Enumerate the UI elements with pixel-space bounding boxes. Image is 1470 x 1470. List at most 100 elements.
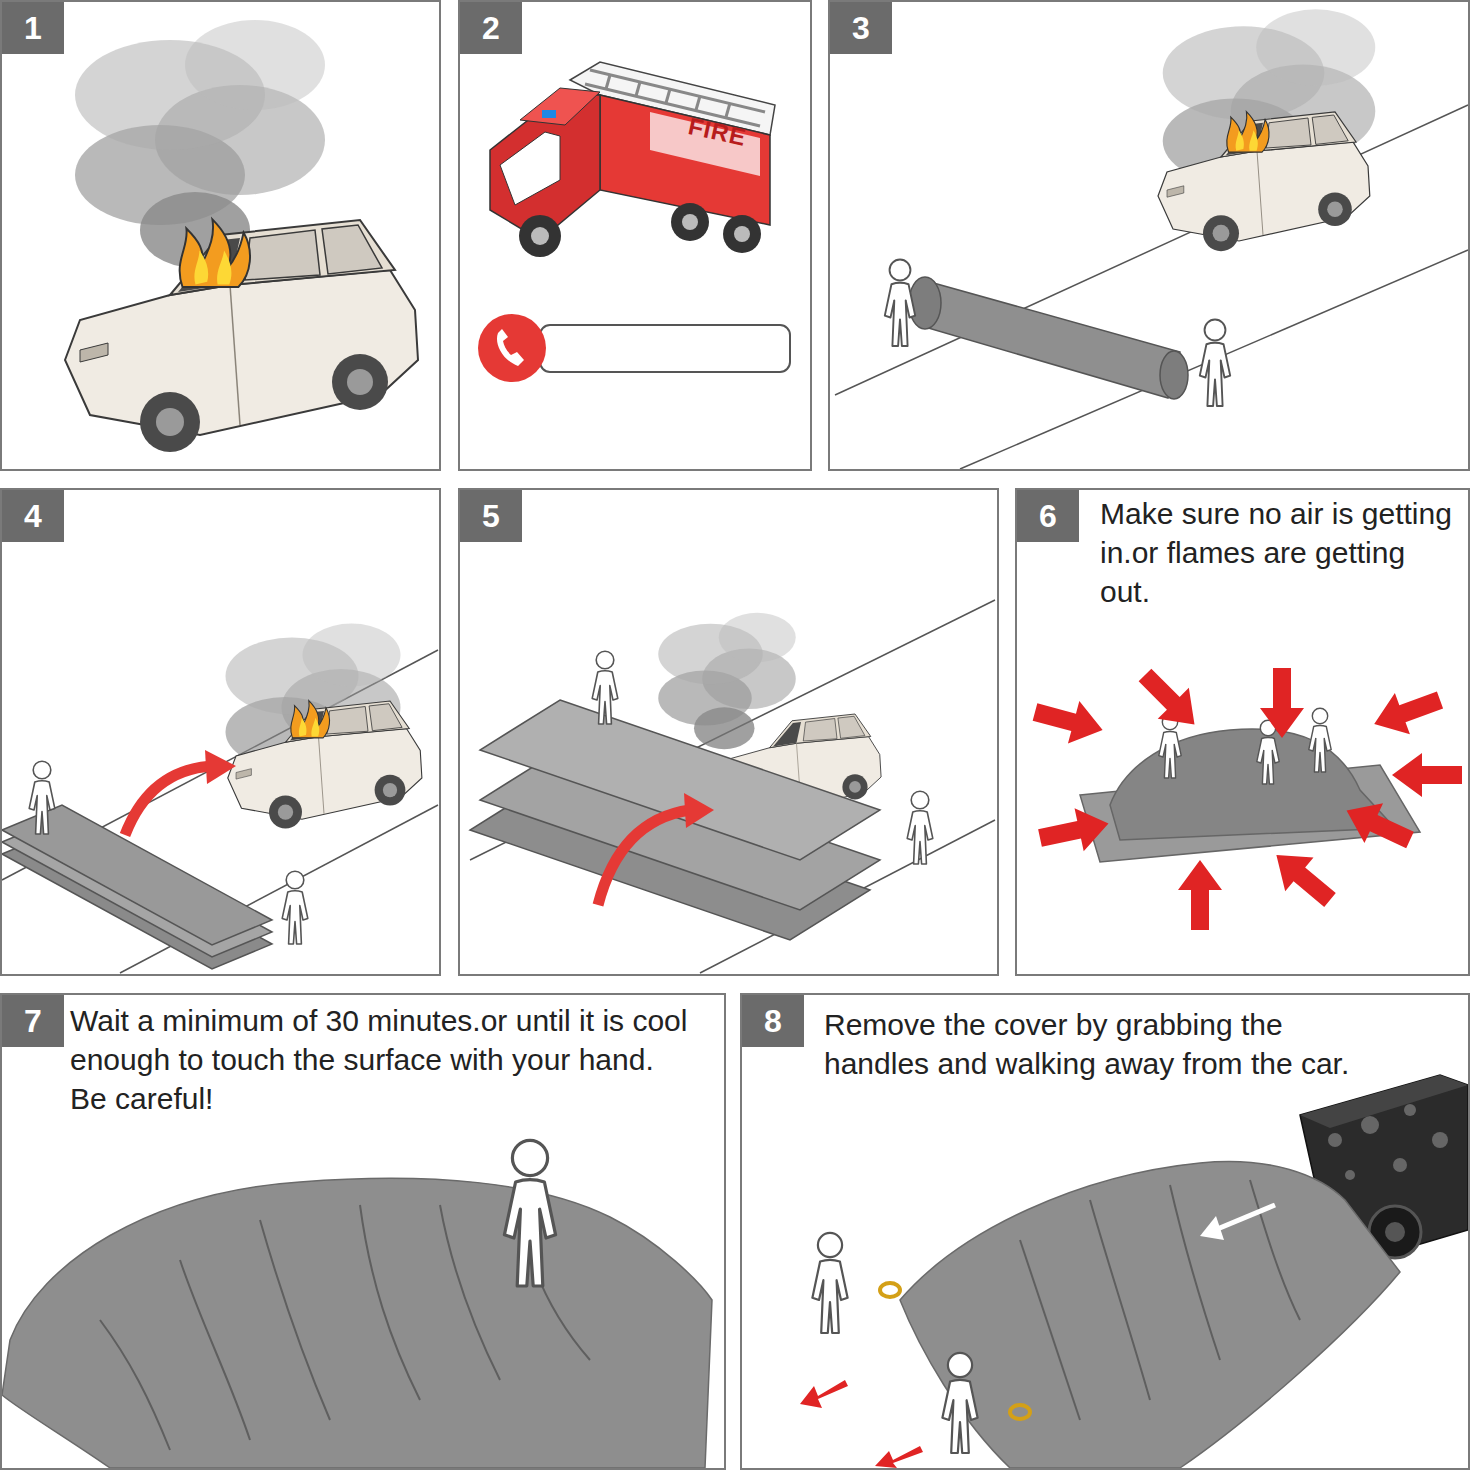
phone-call-icon-part	[497, 329, 524, 366]
removing-cover-scene-part	[1010, 1405, 1030, 1419]
removing-cover-scene-part-part	[1090, 1200, 1150, 1400]
spreading-cover-scene-part-part	[291, 701, 330, 738]
removing-cover-scene-part	[1404, 1104, 1416, 1116]
phone-call-icon-part	[540, 325, 790, 372]
removing-cover-scene-part	[812, 1233, 847, 1333]
fire-truck-part	[519, 215, 561, 257]
sealed-cover-scene	[1029, 659, 1462, 930]
covering-car-scene-part	[592, 651, 618, 724]
fire-truck-part	[500, 132, 560, 205]
unrolling-cover-scene-part	[1158, 112, 1370, 252]
step-number: 3	[830, 2, 892, 54]
removing-cover-scene-part	[800, 1380, 848, 1408]
sealed-cover-scene-part	[1309, 708, 1331, 772]
covered-car-scene	[2, 1140, 712, 1468]
step-number: 8	[742, 995, 804, 1047]
fire-truck-part-part	[606, 75, 610, 89]
step-number: 1	[2, 2, 64, 54]
spreading-cover-scene-part	[282, 871, 308, 944]
covering-car-scene-part	[684, 793, 714, 828]
spreading-cover-scene-part	[228, 701, 422, 829]
spreading-cover-scene-part	[205, 750, 236, 784]
covering-car-scene-part	[480, 700, 880, 860]
covered-car-scene-part-part	[440, 1205, 500, 1380]
instruction-text: Make sure no air is getting in.or flames…	[1100, 494, 1460, 611]
fire-truck-part	[531, 227, 549, 245]
removing-cover-scene-part	[1361, 1116, 1379, 1134]
sealed-cover-scene-part	[1257, 720, 1279, 784]
fire-truck-part-part	[726, 103, 730, 117]
sealed-cover-scene-part	[1159, 714, 1181, 778]
removing-cover-scene-part	[1200, 1216, 1224, 1240]
sealed-cover-scene-part	[1262, 838, 1344, 917]
removing-cover-scene-part	[1300, 1075, 1468, 1128]
unrolling-cover-scene	[835, 9, 1468, 469]
covering-car-scene-part	[907, 791, 933, 864]
instruction-text: Remove the cover by grabbing the handles…	[824, 1005, 1354, 1083]
spreading-cover-scene	[2, 624, 438, 974]
phone-call-icon-part	[478, 314, 546, 382]
fire-truck-part-part	[666, 89, 670, 103]
burning-car-scene-part	[65, 219, 418, 452]
sealed-cover-scene-part	[1337, 790, 1419, 859]
burning-car-scene	[65, 20, 418, 452]
unrolling-cover-scene-part	[918, 282, 1180, 398]
fire-truck-part	[650, 112, 760, 176]
removing-cover-scene-part	[900, 1162, 1400, 1468]
step-number: 2	[460, 2, 522, 54]
step-caption: Make sure no air is getting in.or flames…	[1100, 494, 1460, 611]
spreading-cover-scene-part	[125, 766, 212, 835]
covering-car-scene	[470, 600, 995, 973]
unrolling-cover-scene-part-part	[1227, 112, 1269, 153]
sealed-cover-scene-part	[1035, 802, 1113, 860]
removing-cover-scene-part	[942, 1353, 977, 1453]
step-panel: 8 Remove the cover by grabbing the handle…	[740, 993, 1470, 1470]
burning-car-scene-part-part	[65, 220, 418, 452]
step-panel: 3	[828, 0, 1470, 471]
removing-cover-scene-part	[1393, 1158, 1407, 1172]
removing-cover-scene-part	[880, 1283, 900, 1297]
unrolling-cover-scene-part-part	[1158, 112, 1370, 251]
covered-car-scene-part-part	[260, 1220, 330, 1420]
sealed-cover-scene-part	[1178, 860, 1222, 930]
fire-truck-part	[520, 88, 600, 125]
removing-cover-scene-part	[1328, 1133, 1342, 1147]
removing-cover-scene-part-part	[1170, 1185, 1220, 1360]
fire-truck-part	[542, 110, 556, 118]
step-number: 5	[460, 490, 522, 542]
covered-car-scene-part-part	[360, 1205, 420, 1400]
sealed-cover-scene-part	[1029, 691, 1108, 752]
removing-cover-scene-part	[1432, 1132, 1448, 1148]
step-caption: Remove the cover by grabbing the handles…	[824, 1005, 1354, 1083]
removing-cover-scene-part	[1020, 1180, 1300, 1420]
removing-cover-scene-part	[1345, 1170, 1355, 1180]
spreading-cover-scene-part-part	[228, 701, 422, 829]
step-number: 6	[1017, 490, 1079, 542]
step-panel: 5	[458, 488, 999, 976]
covered-car-scene-part	[100, 1205, 590, 1450]
fire-truck-part	[671, 203, 709, 241]
covered-car-scene-part	[2, 1178, 712, 1468]
covered-car-scene-part	[504, 1140, 555, 1286]
unrolling-cover-scene-part	[885, 260, 915, 346]
sealed-cover-scene-part	[1110, 729, 1395, 840]
removing-cover-scene	[800, 1075, 1468, 1468]
fire-truck-part	[682, 214, 698, 230]
step-panel: 2	[458, 0, 812, 471]
covering-car-scene-part	[598, 810, 690, 905]
step-number: 4	[2, 490, 64, 542]
covering-car-scene-part	[658, 613, 796, 749]
unrolling-cover-scene-part	[1160, 351, 1188, 399]
removing-cover-scene-part-part	[1020, 1240, 1080, 1420]
instruction-text: Wait a minimum of 30 minutes.or until it…	[70, 1001, 720, 1079]
phone-call-icon	[478, 314, 790, 382]
step-panel: 6 Make sure no air is getting in.or flame…	[1015, 488, 1470, 976]
burning-car-scene-part-part	[180, 219, 250, 287]
removing-cover-scene-part	[1385, 1222, 1405, 1242]
removing-cover-scene-part-part	[1250, 1180, 1300, 1320]
instruction-text: Be careful!	[70, 1079, 720, 1118]
removing-cover-scene-part	[1215, 1205, 1275, 1230]
step-number: 7	[2, 995, 64, 1047]
